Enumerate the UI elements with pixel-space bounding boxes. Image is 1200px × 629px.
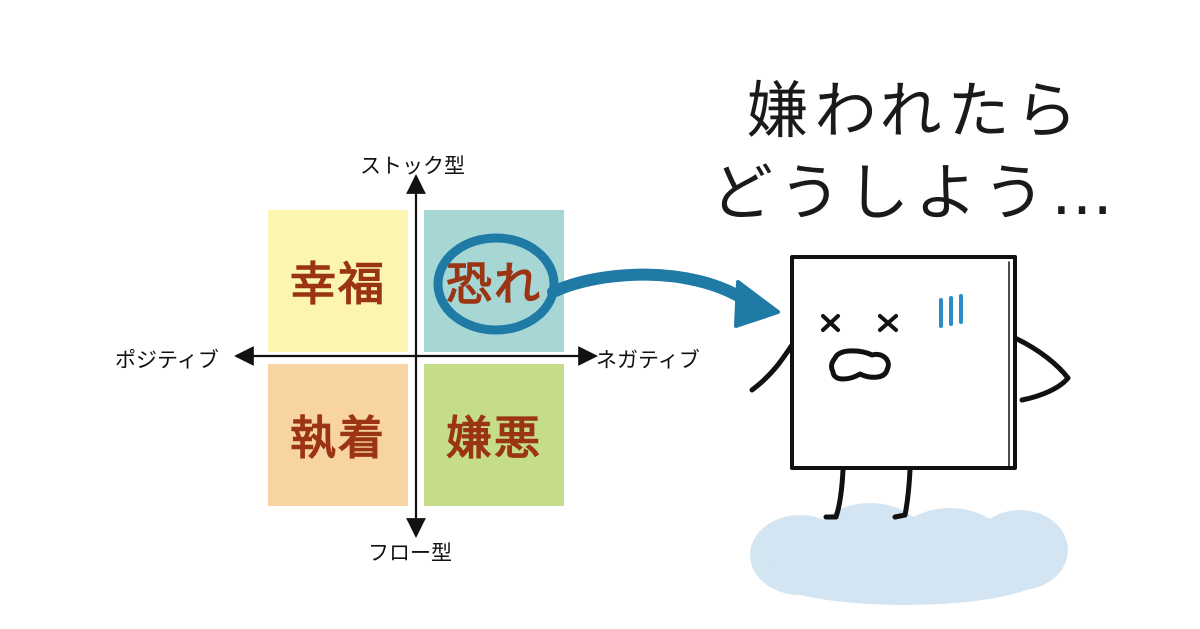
quadrant-label-happiness: 幸福 <box>290 257 386 311</box>
highlight-ellipse <box>433 233 559 335</box>
curved-arrow <box>547 268 780 328</box>
headline: 嫌われたら どうしよう… <box>700 70 1130 234</box>
axis-label-right: ネガティブ <box>596 348 700 372</box>
headline-line-2: どうしよう… <box>710 156 1119 229</box>
quadrant-label-fear: 恐れ <box>446 257 542 311</box>
character-icon <box>749 255 1071 520</box>
quadrant-label-attachment: 執着 <box>290 411 386 465</box>
quadrant-aversion: 嫌悪 <box>424 364 564 506</box>
quadrant-happiness: 幸福 <box>268 210 408 352</box>
headline-line-1: 嫌われたら <box>746 74 1084 147</box>
axis-label-bottom: フロー型 <box>368 541 452 565</box>
cloud-icon <box>750 503 1068 605</box>
quadrant-label-aversion: 嫌悪 <box>446 411 542 465</box>
axis-label-left: ポジティブ <box>115 348 219 372</box>
quadrant-attachment: 執着 <box>268 364 408 506</box>
axis-label-top: ストック型 <box>360 154 465 178</box>
